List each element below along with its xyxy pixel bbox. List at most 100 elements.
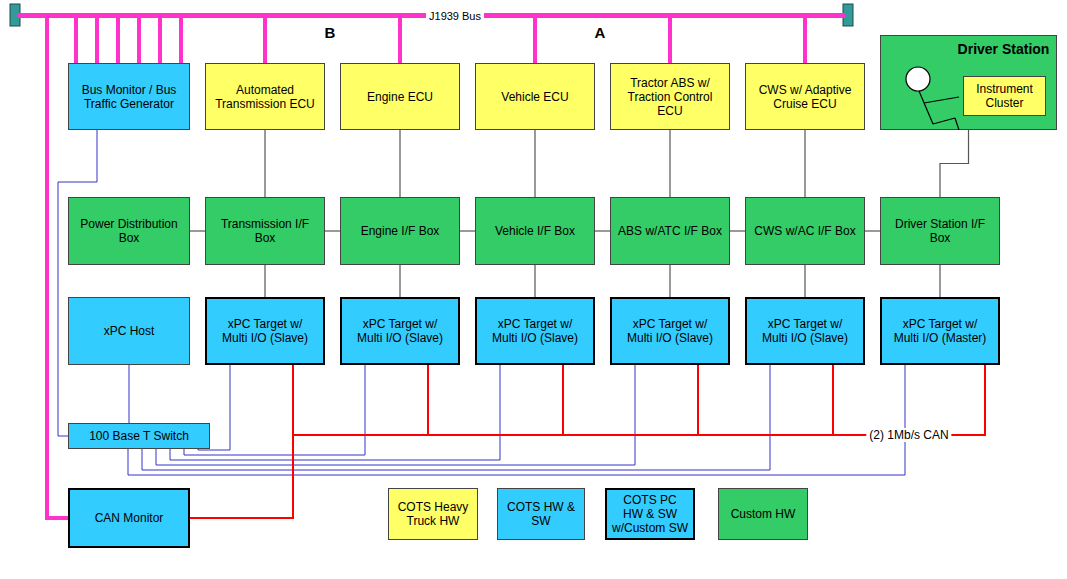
j1939-wire (533, 18, 537, 63)
box-label: Tractor ABS w/ Traction Control ECU (618, 76, 722, 118)
signal-wire (730, 230, 745, 231)
driver-head (906, 67, 930, 91)
signal-wire (669, 265, 670, 297)
signal-wire (595, 230, 610, 231)
j1939-bus-line: J1939 Bus (18, 13, 845, 18)
signal-wire (399, 130, 400, 197)
legend-text: COTS HW & SW (503, 500, 579, 528)
xpc-target-box: xPC Target w/ Multi I/O (Slave) (610, 297, 730, 365)
box-label: xPC Target w/ Multi I/O (Slave) (619, 317, 721, 345)
box-label: CWS w/AC I/F Box (754, 224, 855, 238)
box-label: xPC Host (104, 324, 155, 338)
signal-wire (804, 130, 805, 197)
legend-swatch: COTS Heavy Truck HW (388, 488, 478, 540)
bus-section-letter: A (595, 24, 606, 41)
box-label: Vehicle ECU (501, 90, 568, 104)
xpc-host-box: xPC Host (68, 297, 190, 365)
can-wire (190, 365, 985, 518)
can-wire (698, 365, 985, 435)
box-label: xPC Target w/ Multi I/O (Slave) (484, 317, 586, 345)
j1939-wire (179, 18, 183, 63)
ecu-box: Engine ECU (340, 63, 460, 130)
station-heading: Driver Station (958, 41, 1050, 57)
interface-box: Driver Station I/F Box (880, 197, 1000, 265)
bus-monitor-box: Bus Monitor / Bus Traffic Generator (68, 63, 190, 130)
legend-swatch: COTS PC HW & SW w/Custom SW (605, 488, 695, 540)
box-label: CWS w/ Adaptive Cruise ECU (753, 83, 857, 111)
can-wire (833, 365, 985, 435)
box-label: Driver Station I/F Box (888, 217, 992, 245)
box-label: Power Distribution Box (76, 217, 182, 245)
ethernet-wire (128, 365, 905, 475)
box-label: Instrument Cluster (971, 82, 1038, 110)
can-wire (428, 365, 985, 435)
interface-box: ABS w/ATC I/F Box (610, 197, 730, 265)
j1939-wire (263, 18, 267, 63)
signal-wire (669, 130, 670, 197)
signal-wire (534, 130, 535, 197)
box-label: xPC Target w/ Multi I/O (Slave) (349, 317, 451, 345)
signal-wire (399, 265, 400, 297)
interface-box: Vehicle I/F Box (475, 197, 595, 265)
box-label: Engine ECU (367, 90, 433, 104)
ethernet-wire (129, 365, 130, 423)
xpc-target-box: xPC Target w/ Multi I/O (Slave) (745, 297, 865, 365)
driver-torso (919, 91, 933, 124)
legend-swatch: Custom HW (718, 488, 808, 540)
ethernet-wire (58, 130, 97, 436)
box-label: Vehicle I/F Box (495, 224, 575, 238)
box-label: 100 Base T Switch (89, 429, 189, 443)
xpc-target-box: xPC Target w/ Multi I/O (Slave) (475, 297, 595, 365)
j1939-wire (137, 18, 141, 63)
box-label: xPC Target w/ Multi I/O (Slave) (214, 317, 316, 345)
xpc-target-box: xPC Target w/ Multi I/O (Slave) (340, 297, 460, 365)
signal-wire (865, 230, 880, 231)
legend-swatch: COTS HW & SW (497, 488, 585, 540)
box-label: Engine I/F Box (361, 224, 440, 238)
signal-wire (804, 265, 805, 297)
interface-box: Transmission I/F Box (205, 197, 325, 265)
j1939-wire (95, 18, 99, 63)
signal-wire (534, 265, 535, 297)
box-label: xPC Target w/ Multi I/O (Slave) (754, 317, 856, 345)
ethernet-wire (170, 365, 500, 460)
bus-speed-label: (2) 1Mb/s CAN (866, 428, 951, 442)
signal-wire (264, 130, 265, 197)
signal-wire (460, 230, 475, 231)
j1939-wire (116, 18, 120, 63)
driver-shin (955, 118, 959, 130)
driver-station-box: Driver StationInstrument Cluster (880, 35, 1057, 130)
box-label: Automated Transmission ECU (213, 83, 317, 111)
driver-arm (924, 97, 959, 103)
interface-box: Engine I/F Box (340, 197, 460, 265)
ethernet-switch-box: 100 Base T Switch (68, 423, 210, 449)
can-wire (563, 365, 985, 435)
signal-wire (190, 230, 205, 231)
signal-wire (939, 265, 940, 297)
bus-name: J1939 Bus (426, 9, 484, 22)
connector-group (47, 18, 985, 518)
legend-text: COTS Heavy Truck HW (394, 500, 472, 528)
signal-wire (940, 130, 969, 197)
ecu-box: Automated Transmission ECU (205, 63, 325, 130)
instrument-cluster-box: Instrument Cluster (963, 76, 1046, 116)
ecu-box: Vehicle ECU (475, 63, 595, 130)
signal-wire (264, 265, 265, 297)
can-monitor-box: CAN Monitor (68, 488, 190, 548)
ecu-box: Tractor ABS w/ Traction Control ECU (610, 63, 730, 130)
xpc-target-box: xPC Target w/ Multi I/O (Slave) (205, 297, 325, 365)
power-distribution-box: Power Distribution Box (68, 197, 190, 265)
signal-wire (325, 230, 340, 231)
ethernet-wire (142, 365, 770, 470)
j1939-wire (398, 18, 402, 63)
interface-box: CWS w/AC I/F Box (745, 197, 865, 265)
legend-text: COTS PC HW & SW w/Custom SW (612, 493, 688, 535)
xpc-target-box: xPC Target w/ Multi I/O (Master) (880, 297, 1000, 365)
ethernet-wire (184, 365, 365, 455)
box-label: Bus Monitor / Bus Traffic Generator (76, 83, 182, 111)
bus-section-letter: B (325, 24, 336, 41)
box-label: ABS w/ATC I/F Box (618, 224, 722, 238)
legend-text: Custom HW (731, 507, 796, 521)
j1939-wire (668, 18, 672, 63)
